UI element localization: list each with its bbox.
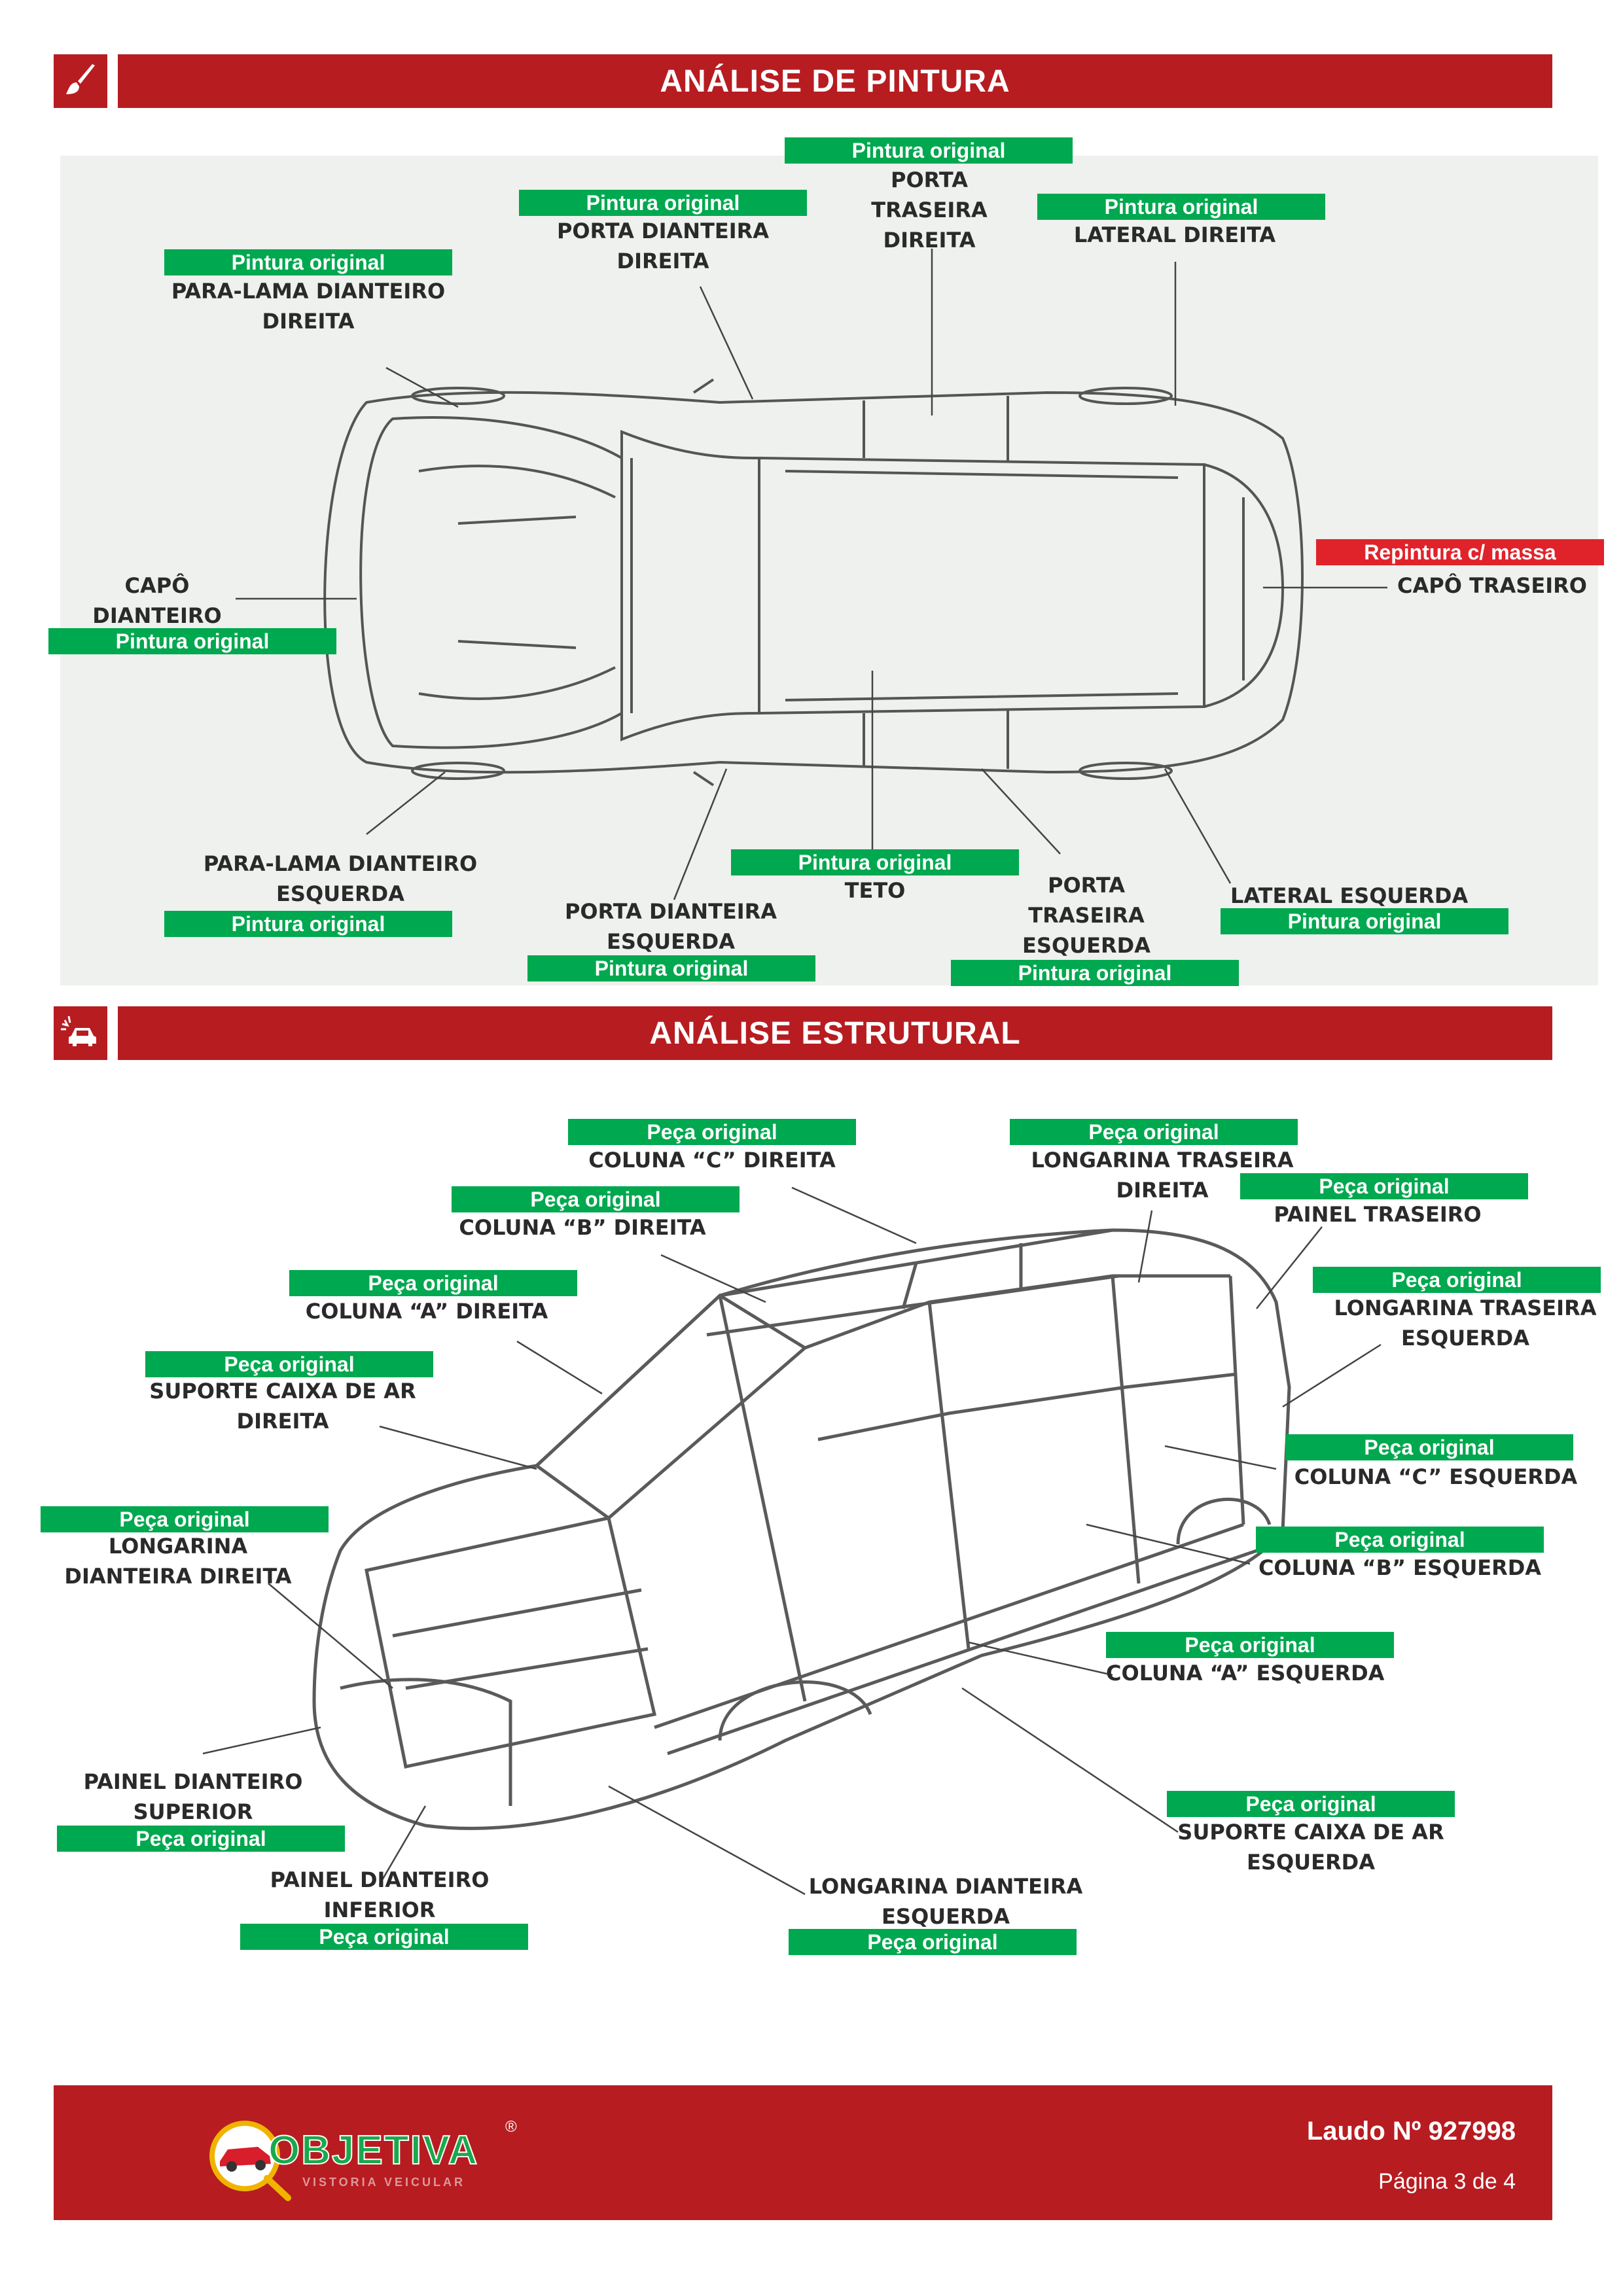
status-badge: Peça original <box>145 1351 433 1377</box>
brand-name: OBJETIVA <box>268 2127 479 2174</box>
status-badge: Pintura original <box>1221 908 1508 934</box>
part-label: PORTA TRASEIRA DIREITA <box>871 168 988 253</box>
report-number: Laudo Nº 927998 <box>1306 2117 1516 2146</box>
part-label: LONGARINA DIANTEIRA DIREITA <box>64 1534 292 1589</box>
brand-tagline: VISTORIA VEICULAR <box>302 2176 466 2189</box>
status-badge: Peça original <box>289 1270 577 1296</box>
part-label: LATERAL ESQUERDA <box>1230 883 1469 908</box>
part-label: PORTA DIANTEIRA ESQUERDA <box>564 899 777 954</box>
status-badge: Peça original <box>1313 1267 1601 1293</box>
brand-registered-mark: ® <box>505 2118 517 2136</box>
part-label: COLUNA “C” ESQUERDA <box>1294 1464 1578 1489</box>
status-badge: Peça original <box>1010 1119 1298 1145</box>
status-badge: Pintura original <box>731 849 1019 875</box>
status-badge: Peça original <box>1256 1527 1544 1553</box>
status-badge: Peça original <box>1285 1434 1573 1460</box>
status-badge: Pintura original <box>951 960 1239 986</box>
status-badge: Peça original <box>41 1506 329 1532</box>
status-badge: Peça original <box>568 1119 856 1145</box>
part-label: LATERAL DIREITA <box>1073 222 1276 247</box>
part-label: PARA-LAMA DIANTEIRO ESQUERDA <box>203 851 478 906</box>
page-indicator: Página 3 de 4 <box>1378 2169 1516 2194</box>
structure-section-icon-box <box>54 1006 107 1060</box>
part-label: LONGARINA TRASEIRA ESQUERDA <box>1334 1296 1597 1351</box>
status-badge: Peça original <box>1106 1632 1394 1658</box>
part-label: PARA-LAMA DIANTEIRO DIREITA <box>171 279 446 334</box>
part-label: COLUNA “A” ESQUERDA <box>1106 1661 1385 1686</box>
magnifier-car-logo-icon <box>209 2121 291 2201</box>
part-label: PORTA DIANTEIRA DIREITA <box>556 219 770 274</box>
part-label: COLUNA “B” DIREITA <box>459 1215 706 1240</box>
part-label: CAPÔ DIANTEIRO <box>92 573 222 628</box>
structure-section-title: ANÁLISE ESTRUTURAL <box>118 1006 1552 1060</box>
part-label: SUPORTE CAIXA DE AR ESQUERDA <box>1177 1820 1444 1875</box>
paint-section-title: ANÁLISE DE PINTURA <box>118 54 1552 108</box>
status-badge-alert: Repintura c/ massa <box>1316 539 1604 565</box>
status-badge: Peça original <box>1167 1791 1455 1817</box>
part-label: PORTA TRASEIRA ESQUERDA <box>1022 873 1150 958</box>
status-badge: Pintura original <box>164 911 452 937</box>
part-label: CAPÔ TRASEIRO <box>1397 573 1587 598</box>
paint-section-icon-box <box>54 54 107 108</box>
brand-logo: OBJETIVA ® VISTORIA VEICULAR <box>204 2118 518 2203</box>
status-badge: Peça original <box>452 1186 740 1212</box>
status-badge: Peça original <box>789 1929 1077 1955</box>
status-badge: Peça original <box>57 1826 345 1852</box>
part-label: PAINEL DIANTEIRO SUPERIOR <box>83 1769 303 1824</box>
status-badge: Peça original <box>240 1924 528 1950</box>
part-label: PAINEL DIANTEIRO INFERIOR <box>270 1867 490 1922</box>
status-badge: Pintura original <box>1037 194 1325 220</box>
paintbrush-icon <box>66 64 95 94</box>
part-label: COLUNA “A” DIREITA <box>305 1299 548 1324</box>
car-crash-icon <box>61 1016 96 1046</box>
part-label: PAINEL TRASEIRO <box>1274 1202 1482 1227</box>
status-badge: Pintura original <box>164 249 452 275</box>
status-badge: Pintura original <box>519 190 807 216</box>
part-label: COLUNA “B” ESQUERDA <box>1258 1555 1542 1580</box>
status-badge: Pintura original <box>527 955 815 981</box>
part-label: TETO <box>844 878 906 903</box>
status-badge: Peça original <box>1240 1173 1528 1199</box>
status-badge: Pintura original <box>48 628 336 654</box>
part-label: COLUNA “C” DIREITA <box>588 1148 836 1173</box>
part-label: SUPORTE CAIXA DE AR DIREITA <box>149 1379 416 1434</box>
part-label: LONGARINA TRASEIRA DIREITA <box>1031 1148 1294 1203</box>
status-badge: Pintura original <box>785 137 1073 164</box>
page-footer: OBJETIVA ® VISTORIA VEICULAR Laudo Nº 92… <box>54 2085 1552 2220</box>
part-label: LONGARINA DIANTEIRA ESQUERDA <box>808 1874 1083 1929</box>
